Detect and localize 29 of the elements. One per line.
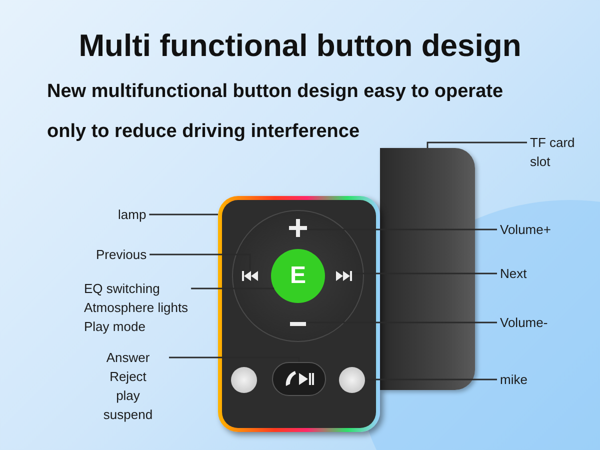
callout-label: play	[115, 387, 141, 405]
callout-label: EQ switching	[84, 280, 161, 298]
leader-line	[150, 254, 251, 270]
leader-line	[307, 228, 497, 230]
microphone-grille	[231, 367, 257, 393]
callout-label: Atmosphere lights	[84, 299, 188, 317]
callout-label: suspend	[102, 406, 154, 424]
skip-next-icon	[336, 270, 352, 282]
callout-label: Play mode	[84, 318, 146, 336]
callout-label: Volume-	[500, 313, 548, 332]
callout-label: lamp	[118, 205, 146, 224]
leader-line	[149, 214, 218, 216]
title: Multi functional button design	[78, 28, 522, 64]
call-play-button	[272, 362, 326, 396]
subtitle: New multifunctional button design easy to operate only to reduce driving interference	[47, 80, 504, 144]
plus-icon	[289, 219, 307, 237]
microphone-grille	[339, 367, 365, 393]
callout-label: TF card slot	[530, 133, 588, 171]
callout-label: mike	[500, 370, 528, 389]
callout-label: Reject	[108, 368, 148, 386]
device-back-case	[380, 148, 475, 390]
callout-label: Answer	[105, 349, 151, 367]
leader-line	[426, 142, 527, 148]
callout-label: Next	[500, 264, 527, 283]
skip-previous-icon	[242, 270, 258, 282]
callout-label: Previous	[96, 245, 147, 264]
callout-label: Volume+	[500, 220, 551, 239]
leader-line	[306, 322, 497, 324]
leader-line	[191, 288, 274, 290]
